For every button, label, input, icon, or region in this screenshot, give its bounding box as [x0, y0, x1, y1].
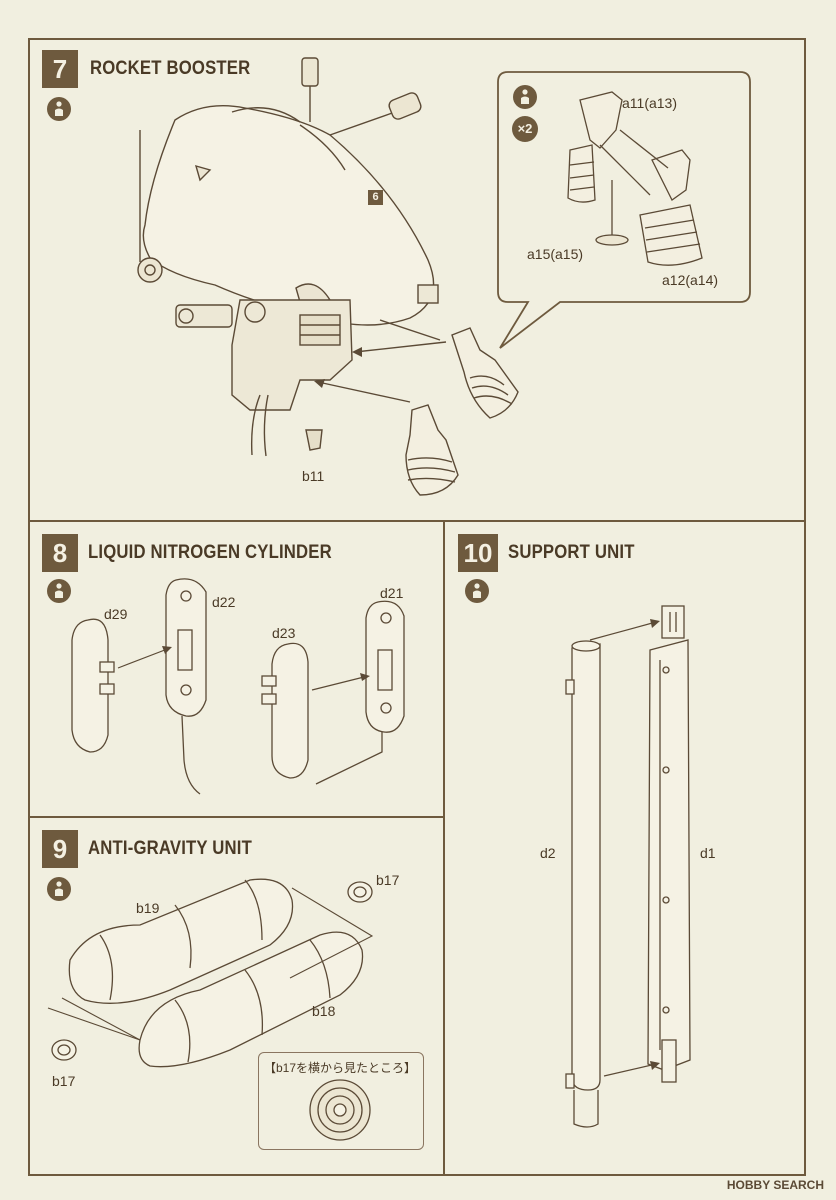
step-number-8: 8: [42, 534, 78, 572]
step-title-rocket-booster: ROCKET BOOSTER: [90, 58, 251, 79]
label-a11: a11(a13): [622, 95, 678, 111]
label-b11: b11: [302, 468, 325, 484]
label-b19: b19: [136, 900, 160, 916]
step-number-9: 9: [42, 830, 78, 868]
divider-step7-bottom: [28, 520, 806, 522]
label-d1: d1: [700, 845, 716, 861]
b17-side-view-inset: [258, 1052, 424, 1150]
step-title-anti-gravity-unit: ANTI-GRAVITY UNIT: [88, 838, 252, 859]
label-d23: d23: [272, 625, 296, 641]
step-number-7: 7: [42, 50, 78, 88]
label-d21: d21: [380, 585, 404, 601]
label-a12: a12(a14): [662, 272, 719, 288]
hobby-search-watermark: HOBBY SEARCH: [726, 1178, 824, 1192]
label-d2: d2: [540, 845, 556, 861]
label-b17-top: b17: [376, 872, 400, 888]
step-number-10: 10: [458, 534, 498, 572]
glue-icon: [47, 97, 71, 121]
label-a15: a15(a15): [527, 246, 584, 262]
instruction-sheet: [28, 38, 806, 1176]
label-b18: b18: [312, 1003, 336, 1019]
times-two-icon: ×2: [512, 116, 538, 142]
glue-icon: [47, 579, 71, 603]
step-title-liquid-nitrogen-cylinder: LIQUID NITROGEN CYLINDER: [88, 542, 332, 563]
label-d22: d22: [212, 594, 236, 610]
glue-icon: [513, 85, 537, 109]
ref-step6-badge: 6: [368, 190, 383, 205]
label-d29: d29: [104, 606, 128, 622]
divider-step8-bottom: [28, 816, 444, 818]
label-b17-bottom: b17: [52, 1073, 76, 1089]
glue-icon: [465, 579, 489, 603]
inset-title-b17-side-view: 【b17を横から見たところ】: [264, 1061, 417, 1075]
glue-icon: [47, 877, 71, 901]
divider-column: [443, 520, 445, 1176]
step-title-support-unit: SUPPORT UNIT: [508, 542, 635, 563]
